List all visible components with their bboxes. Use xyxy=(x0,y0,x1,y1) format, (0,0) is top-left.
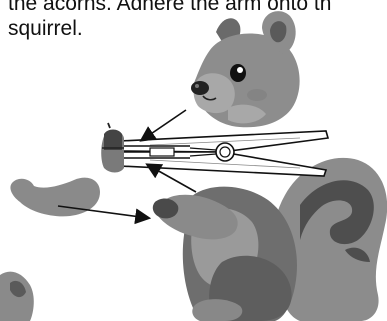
eye-shape xyxy=(230,64,246,82)
nose-shape xyxy=(191,81,209,95)
squirrel-head xyxy=(191,11,300,127)
squirrel-body xyxy=(153,158,387,321)
arrow-head-to-pin-top xyxy=(142,110,186,140)
partial-squirrel-corner xyxy=(0,272,34,321)
acorn xyxy=(101,123,124,173)
clothespin xyxy=(120,131,328,176)
